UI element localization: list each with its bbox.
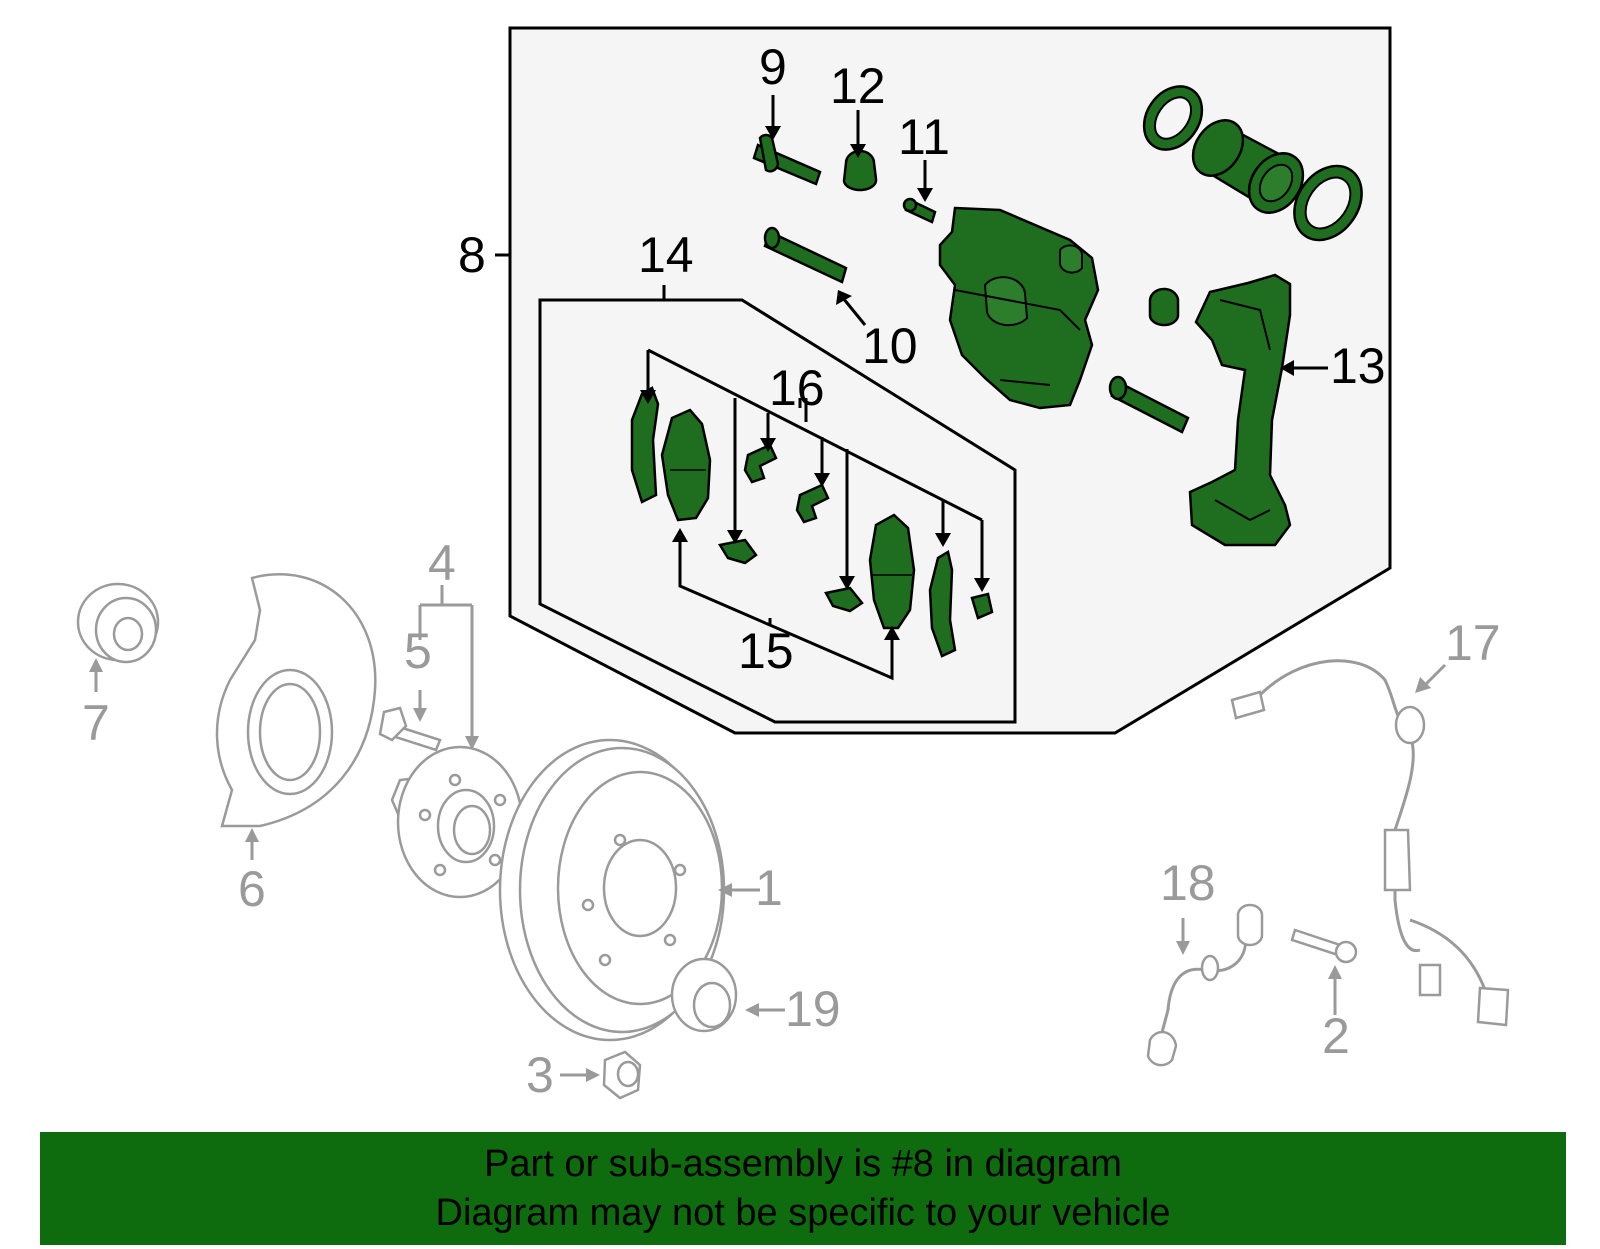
callout-9: 9 (759, 39, 787, 95)
callout-12: 12 (830, 58, 886, 114)
caliper-bracket-13[interactable] (1188, 273, 1292, 547)
piston-seal-ring-b[interactable] (1280, 153, 1375, 253)
callout-13: 13 (1330, 338, 1386, 394)
guide-pin-bolt-9[interactable] (752, 133, 822, 186)
callout-17: 17 (1445, 615, 1501, 671)
leader-16 (646, 348, 984, 580)
pad-clip-a[interactable] (743, 443, 778, 484)
banner-line-1: Part or sub-assembly is #8 in diagram (484, 1142, 1122, 1185)
callout-16: 16 (769, 360, 825, 416)
screw-2[interactable] (1290, 928, 1358, 964)
brake-pad-outer[interactable] (868, 513, 916, 630)
callout-1: 1 (755, 860, 783, 916)
brake-pad-inner[interactable] (660, 408, 712, 522)
banner-line-2: Diagram may not be specific to your vehi… (435, 1191, 1171, 1234)
leaders-dark (495, 95, 1328, 640)
brake-hose-18[interactable] (1146, 903, 1264, 1067)
callout-10: 10 (862, 318, 918, 374)
callout-6: 6 (238, 861, 266, 917)
leaders-light (89, 585, 1447, 1082)
pad-clip-d[interactable] (824, 586, 864, 613)
callout-18: 18 (1160, 855, 1216, 911)
callout-14: 14 (638, 227, 694, 283)
pad-wear-indicator[interactable] (970, 592, 994, 620)
pad-shim-outer[interactable] (928, 550, 957, 658)
callout-11: 11 (898, 109, 950, 165)
guide-pin-lower[interactable] (1108, 375, 1190, 434)
bolt-5[interactable] (378, 706, 442, 752)
leader-15 (678, 540, 894, 681)
callout-7: 7 (82, 695, 110, 751)
guide-pin-10[interactable] (763, 226, 848, 284)
callout-15: 15 (738, 623, 794, 679)
dust-shield-6[interactable] (215, 573, 377, 828)
hub-cap-19[interactable] (670, 957, 738, 1033)
callout-4: 4 (428, 535, 456, 591)
wheel-bearing-7[interactable] (76, 582, 160, 664)
piston-seal-ring-a[interactable] (1132, 75, 1214, 161)
callout-3: 3 (526, 1047, 554, 1103)
boot-cap-12[interactable] (842, 149, 878, 192)
callout-8: 8 (458, 227, 486, 283)
wheel-hub-4[interactable] (390, 745, 524, 899)
caliper-piston[interactable] (1183, 111, 1314, 223)
abs-sensor-17[interactable] (1230, 659, 1510, 1027)
callout-5: 5 (404, 623, 432, 679)
pad-clip-c[interactable] (717, 538, 758, 565)
pad-clip-b[interactable] (795, 483, 830, 524)
caliper-bushing[interactable] (1148, 287, 1180, 327)
bleeder-screw-11[interactable] (902, 197, 937, 224)
callout-2: 2 (1322, 1008, 1350, 1064)
hub-nut-3[interactable] (602, 1050, 642, 1100)
info-banner: Part or sub-assembly is #8 in diagram Di… (40, 1132, 1566, 1245)
caliper-housing[interactable] (938, 206, 1100, 410)
callout-19: 19 (785, 981, 841, 1037)
